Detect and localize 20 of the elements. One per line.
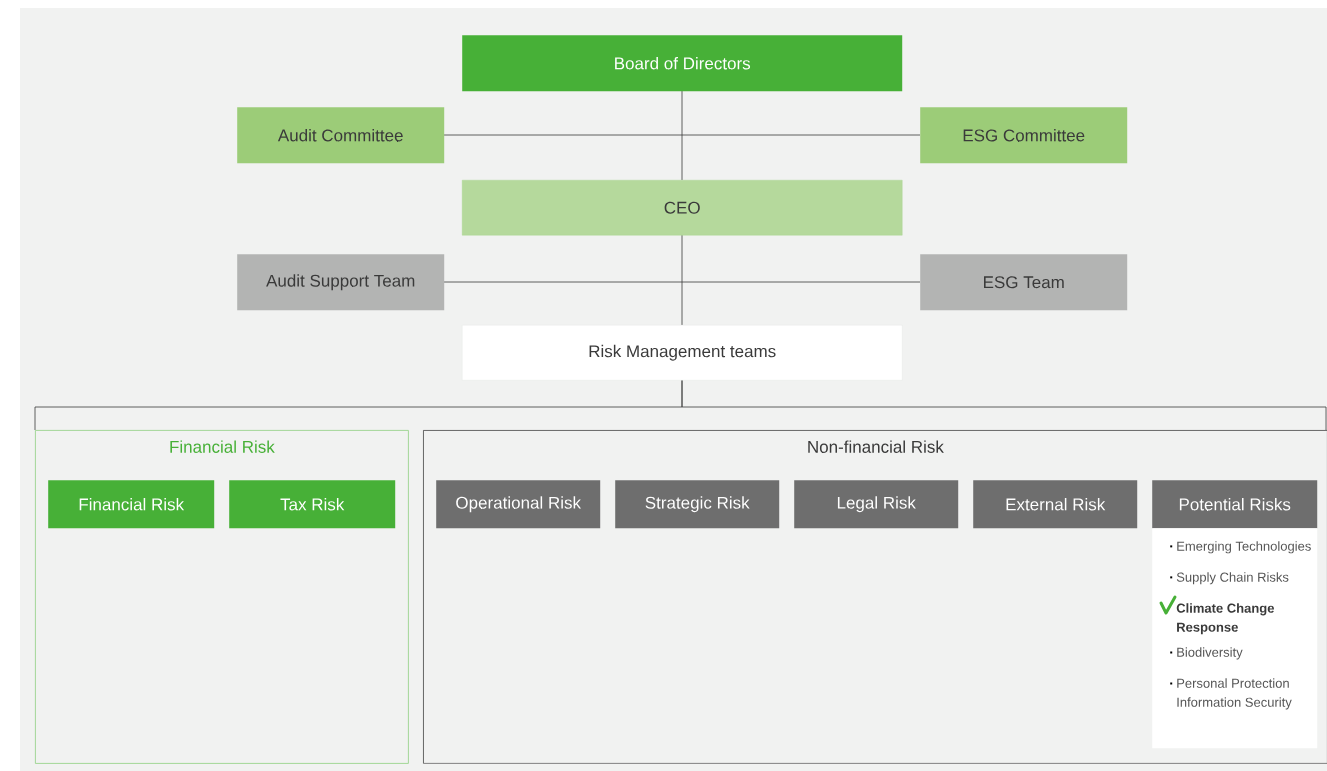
team-box: ESG Team — [920, 254, 1128, 311]
connector-line — [443, 134, 921, 136]
risk-box: Tax Risk — [229, 480, 396, 529]
risk-box: Strategic Risk — [615, 480, 780, 529]
risk-box: Financial Risk — [48, 480, 215, 529]
risk-box: External Risk — [973, 480, 1138, 529]
org-box: CEO — [462, 180, 903, 236]
connector-line — [443, 281, 921, 283]
team-box: Audit Support Team — [237, 254, 445, 311]
risk-list-panel: Emerging Technologies Supply Chain Risks Climate Change Response Biodiversity Personal Protection Information Security — [1152, 528, 1318, 749]
connector-line — [681, 234, 683, 326]
org-box: Board of Directors — [462, 35, 903, 92]
committee-box: ESG Committee — [920, 107, 1128, 164]
committee-box: Audit Committee — [237, 107, 445, 164]
risk-box: Operational Risk — [436, 480, 601, 529]
org-box: Risk Management teams — [462, 325, 903, 381]
connector-line — [681, 90, 683, 181]
risk-box: Potential Risks — [1152, 480, 1318, 529]
risk-box: Legal Risk — [794, 480, 959, 529]
connector-line — [681, 379, 1327, 431]
